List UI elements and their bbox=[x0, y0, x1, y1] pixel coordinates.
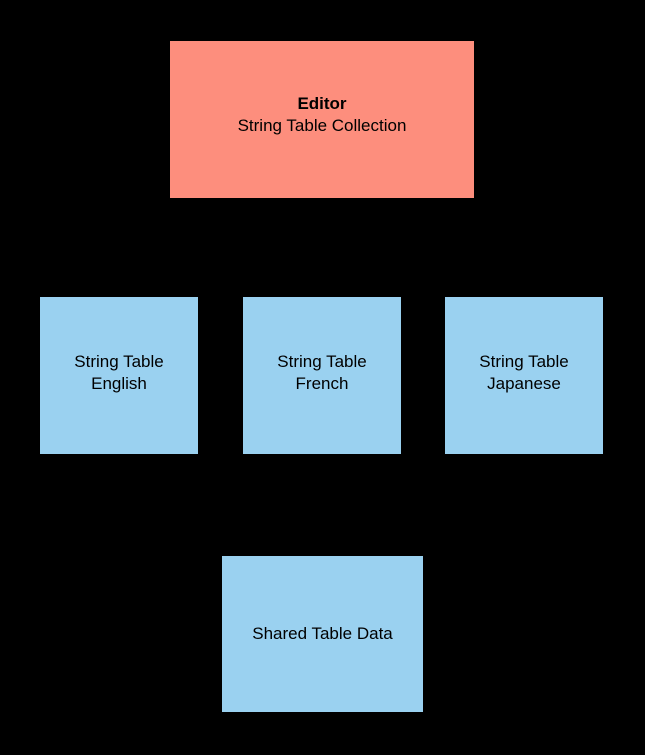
node-string-table-english: String Table English bbox=[40, 297, 198, 454]
node-editor-subtitle: String Table Collection bbox=[237, 115, 407, 135]
node-string-table-french: String Table French bbox=[243, 297, 401, 454]
node-editor-title: Editor bbox=[297, 93, 347, 113]
node-french-subtitle: French bbox=[295, 374, 349, 393]
node-english-title: String Table bbox=[74, 352, 164, 371]
node-shared-table-data: Shared Table Data bbox=[222, 556, 423, 712]
node-editor-string-table-collection: Editor String Table Collection bbox=[170, 41, 474, 198]
node-japanese-subtitle: Japanese bbox=[487, 374, 561, 393]
node-english-subtitle: English bbox=[91, 374, 147, 393]
node-japanese-title: String Table bbox=[479, 352, 569, 371]
node-shared-title: Shared Table Data bbox=[252, 624, 393, 643]
node-french-title: String Table bbox=[277, 352, 367, 371]
node-string-table-japanese: String Table Japanese bbox=[445, 297, 603, 454]
